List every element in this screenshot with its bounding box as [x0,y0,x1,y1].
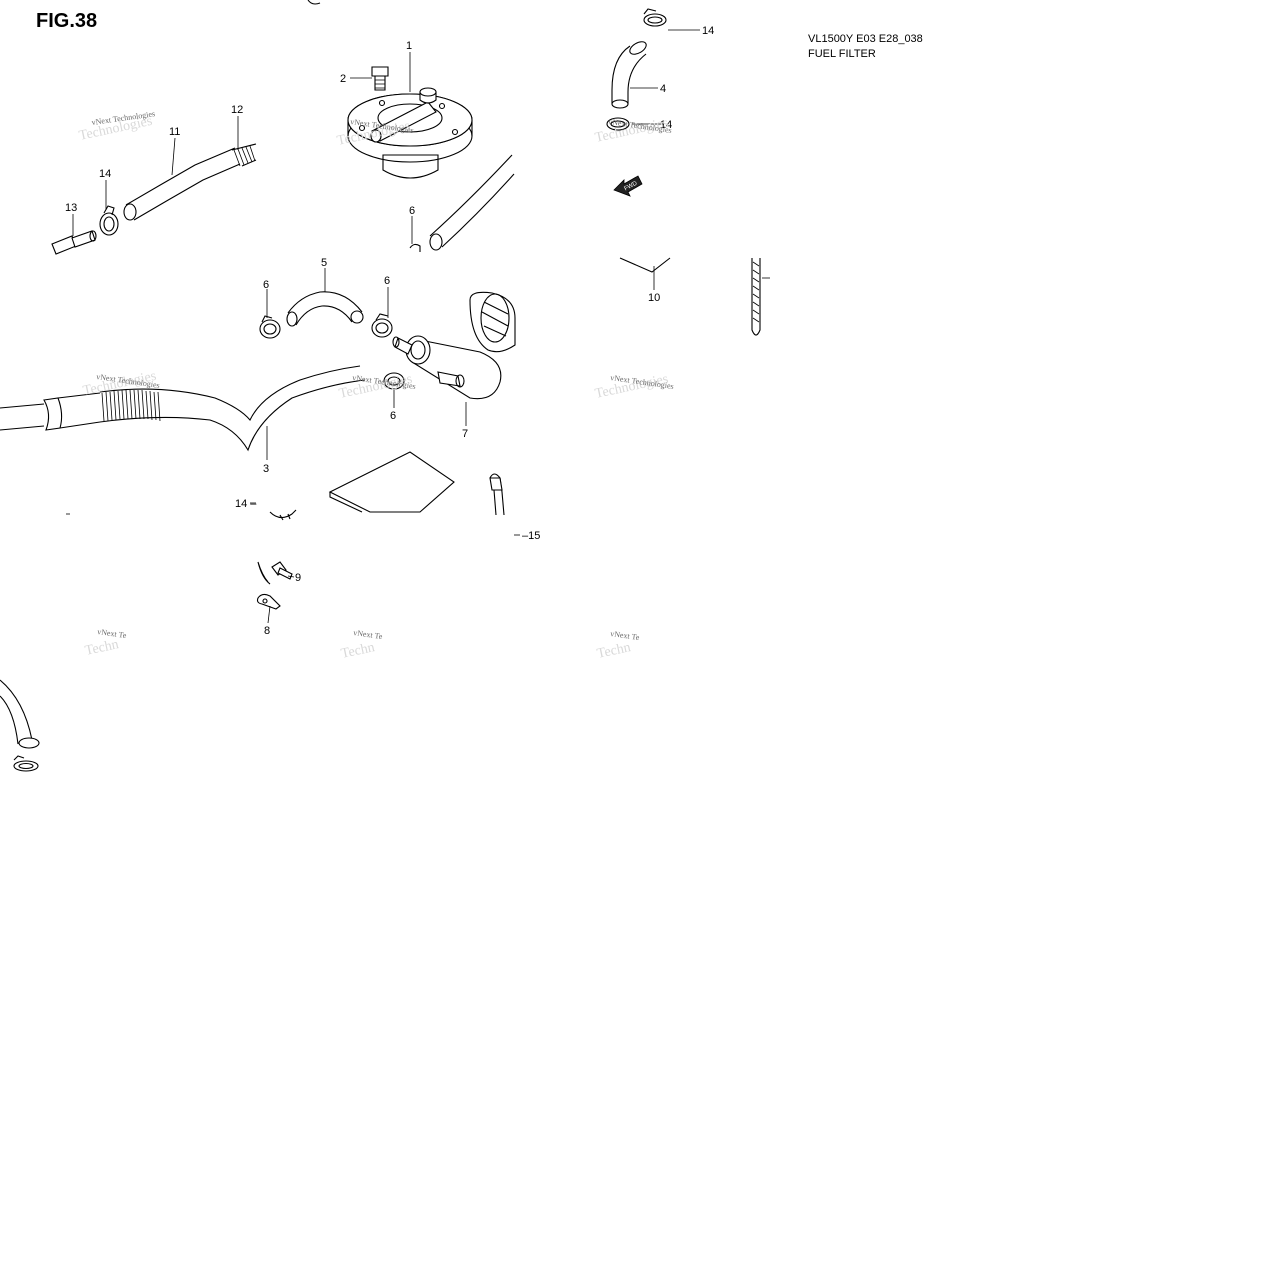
callout-6-bottom: 6 [390,410,396,422]
callout-6-right: 6 [384,275,390,287]
part-14-clamp-left[interactable] [99,205,119,236]
watermarks: Technologies vNext Technologies Technolo… [78,109,675,662]
callout-13: 13 [65,202,77,214]
watermark-cut: vNext Te [97,627,128,640]
part-hose-upper[interactable] [429,154,515,251]
callout-1: 1 [406,40,412,52]
part-7-fuel-filter[interactable] [392,335,502,400]
watermark-cut: vNext Te [353,628,384,641]
subtitle-clip: FUEL FILTER [808,47,968,59]
part-14-clamp-right-top[interactable] [643,8,667,27]
diagram-subtitle: FUEL FILTER [808,48,876,59]
part-14-clamp-right-mid[interactable] [606,117,630,131]
part-6-clamp-top[interactable] [409,243,421,252]
part-9-bolt[interactable] [257,561,293,585]
part-4-elbow-hose[interactable] [611,39,648,109]
callout-4: 4 [660,83,666,95]
part-15-clip[interactable] [489,473,505,516]
fwd-arrow-icon: FWD [613,175,643,197]
part-6-clamp-a[interactable] [259,315,281,339]
part-filter-holder[interactable] [469,291,516,353]
part-pad[interactable] [328,451,455,513]
part-13-fitting[interactable] [51,230,97,255]
figure-title: FIG.38 [36,10,98,32]
callout-10: 10 [648,292,660,304]
callout-12: 12 [231,104,243,116]
part-8-bracket[interactable] [256,593,281,610]
callout-14-right-mid: 14 [660,119,672,131]
part-long-tube[interactable] [751,258,770,336]
callout-11: 11 [169,126,180,138]
callout-3: 3 [263,463,269,475]
part-10-bracket[interactable] [619,257,671,273]
watermark-under-cut: Techn [84,637,120,659]
part-12-corrugated-hose[interactable] [231,143,257,167]
callout-2: 2 [340,73,346,85]
part-5-elbow-hose[interactable] [286,291,364,327]
part-1-valve-plate[interactable] [347,87,473,179]
callout-14-left: 14 [99,168,111,180]
watermark-under-cut: Techn [596,640,632,662]
part-2-bolt[interactable] [371,66,389,91]
callout-6-top: 6 [409,205,415,217]
callout-14-right-top: 14 [702,25,714,37]
callout-9: 9 [295,572,301,584]
watermark-cut: vNext Te [610,629,641,642]
callout-5: 5 [321,257,327,269]
callout-8: 8 [264,625,270,637]
callout-14-bottom: 14 – [235,498,257,510]
part-clamp-top-edge[interactable] [307,0,321,5]
part-14-clamp-bottom-left[interactable] [13,755,39,772]
part-hose-bottom-left[interactable] [0,679,40,749]
callout-7: 7 [462,428,468,440]
callout-6-left: 6 [263,279,269,291]
part-3-long-hose[interactable] [0,365,366,452]
part-14-clamp-bottom[interactable] [269,509,297,521]
leader-lines [66,29,700,624]
watermark-under-cut: Techn [340,640,376,662]
part-6-clamp-b[interactable] [371,313,393,338]
callout-15: –15 [522,530,540,542]
part-11-hose[interactable] [123,147,241,221]
model-code: VL1500Y E03 E28_038 [808,33,923,45]
